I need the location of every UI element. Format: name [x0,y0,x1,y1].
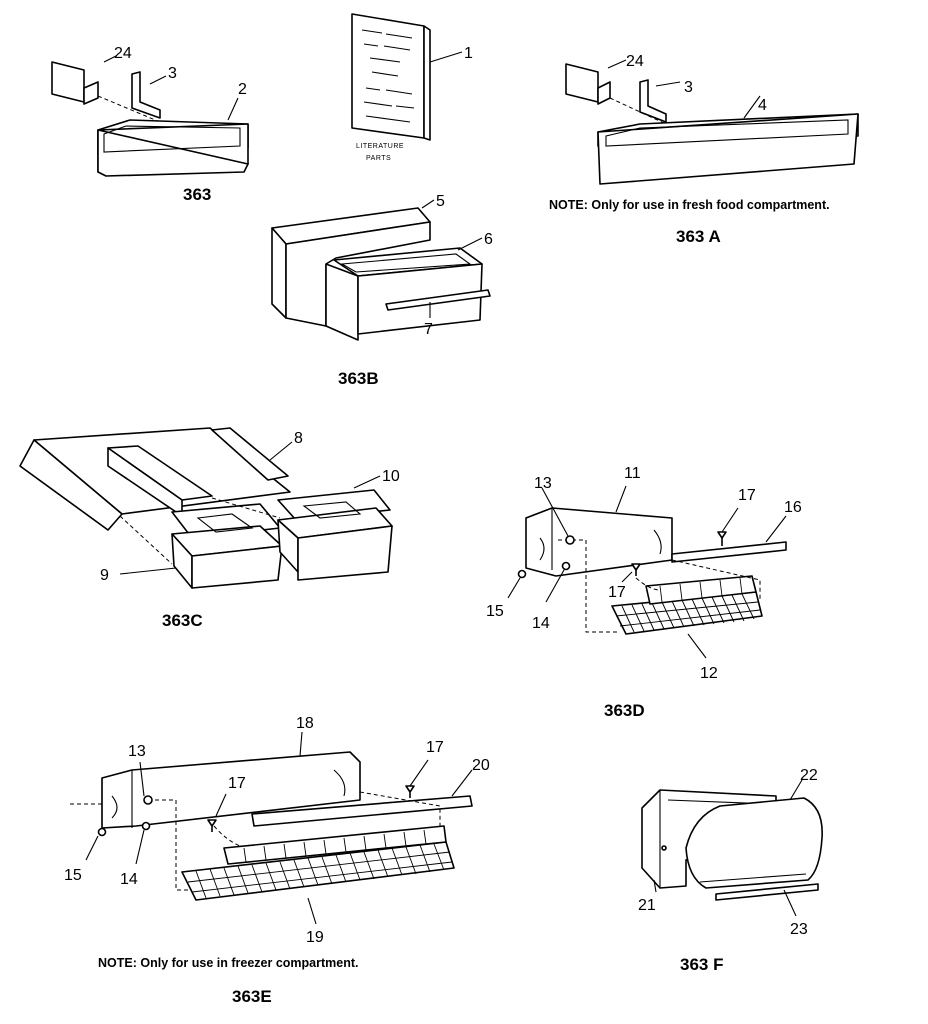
part-9-container-left [171,503,283,589]
caption-363d: 363D [604,701,645,720]
assembly-363b: 5 6 7 363B [271,193,493,388]
callout-18: 18 [296,715,314,732]
callout-11: 11 [624,465,641,482]
callout-6: 6 [484,231,493,248]
callout-3: 3 [168,65,177,82]
caption-363c: 363C [162,611,203,630]
callout-4: 4 [758,97,767,114]
assembly-363d: 13 11 17 16 17 15 14 12 363D [486,465,802,720]
callout-3a: 3 [684,79,693,96]
callout-23: 23 [790,921,808,938]
part-24-handle [51,61,99,105]
callout-1: 1 [464,45,473,62]
caption-363a: 363 A [676,227,721,246]
part-22-door [685,797,823,889]
callout-16: 16 [784,499,802,516]
part-18-frame [101,751,361,829]
callout-8: 8 [294,430,303,447]
callout-22: 22 [800,767,818,784]
part-6-drawer-frame [325,247,483,341]
assembly-363f: 22 21 23 363 F [638,767,823,974]
callout-2: 2 [238,81,247,98]
part-15-washer-e [97,827,107,837]
part-7-drawer [357,263,491,335]
callout-24a: 24 [626,53,644,70]
assembly-363c: 8 10 9 363C [19,427,400,630]
callout-17b: 17 [608,584,626,601]
caption-363f: 363 F [680,955,723,974]
callout-24: 24 [114,45,132,62]
callout-17a: 17 [738,487,756,504]
part-16-rail [671,541,787,563]
part-13-clip [565,535,575,545]
part-24-handle-a [565,63,611,105]
assembly-363: 24 3 2 363 [51,45,249,204]
callout-13: 13 [534,475,552,492]
callout-14: 14 [532,615,550,632]
note-freezer: NOTE: Only for use in freezer compartmen… [98,956,358,970]
callout-7: 7 [424,321,433,338]
callout-17c: 17 [426,739,444,756]
part-23-strip [715,883,819,901]
callout-9: 9 [100,567,109,584]
part-10-container-right [277,489,393,581]
literature-label-2: PARTS [366,155,391,162]
part-17-retainer-low [631,563,641,576]
part-11-frame [525,507,673,577]
literature-label-1: LITERATURE [356,143,404,150]
assembly-363a: 24 3 4 NOTE: Only for use in fresh food … [549,53,859,246]
callout-21: 21 [638,897,656,914]
callout-13e: 13 [128,743,146,760]
part-2-bin [97,119,249,177]
part-13-clip-e [143,795,153,805]
callout-10: 10 [382,468,400,485]
part-15-washer [517,569,527,579]
callout-5: 5 [436,193,445,210]
callout-15: 15 [486,603,504,620]
callout-15e: 15 [64,867,82,884]
part-17-retainer-top-e [405,785,415,798]
part-5-crisper-cover [271,207,431,327]
callout-14e: 14 [120,871,138,888]
caption-363e: 363E [232,987,272,1006]
caption-363b: 363B [338,369,379,388]
part-12-wire-basket [611,575,763,635]
part-17-retainer-top [717,531,727,546]
part-1-literature-booklet [351,13,431,141]
part-8-tray [19,427,291,531]
part-20-rail [251,795,473,827]
part-17-retainer-low-e [207,819,217,832]
part-3-bracket [131,71,161,119]
part-3-bracket-a [639,79,667,123]
part-14-screw-e [141,821,151,831]
note-fresh-food: NOTE: Only for use in fresh food compart… [549,198,830,212]
caption-363: 363 [183,185,211,204]
assembly-363e: 18 13 17 20 17 15 14 19 NOTE: Only for u… [64,715,490,1006]
part-4-long-bin [597,113,859,185]
callout-17d: 17 [228,775,246,792]
assembly-literature: LITERATURE PARTS 1 [351,13,473,162]
part-14-screw [561,561,571,571]
callout-12: 12 [700,665,718,682]
callout-19: 19 [306,929,324,946]
callout-20: 20 [472,757,490,774]
part-19-wire-basket [181,825,455,901]
